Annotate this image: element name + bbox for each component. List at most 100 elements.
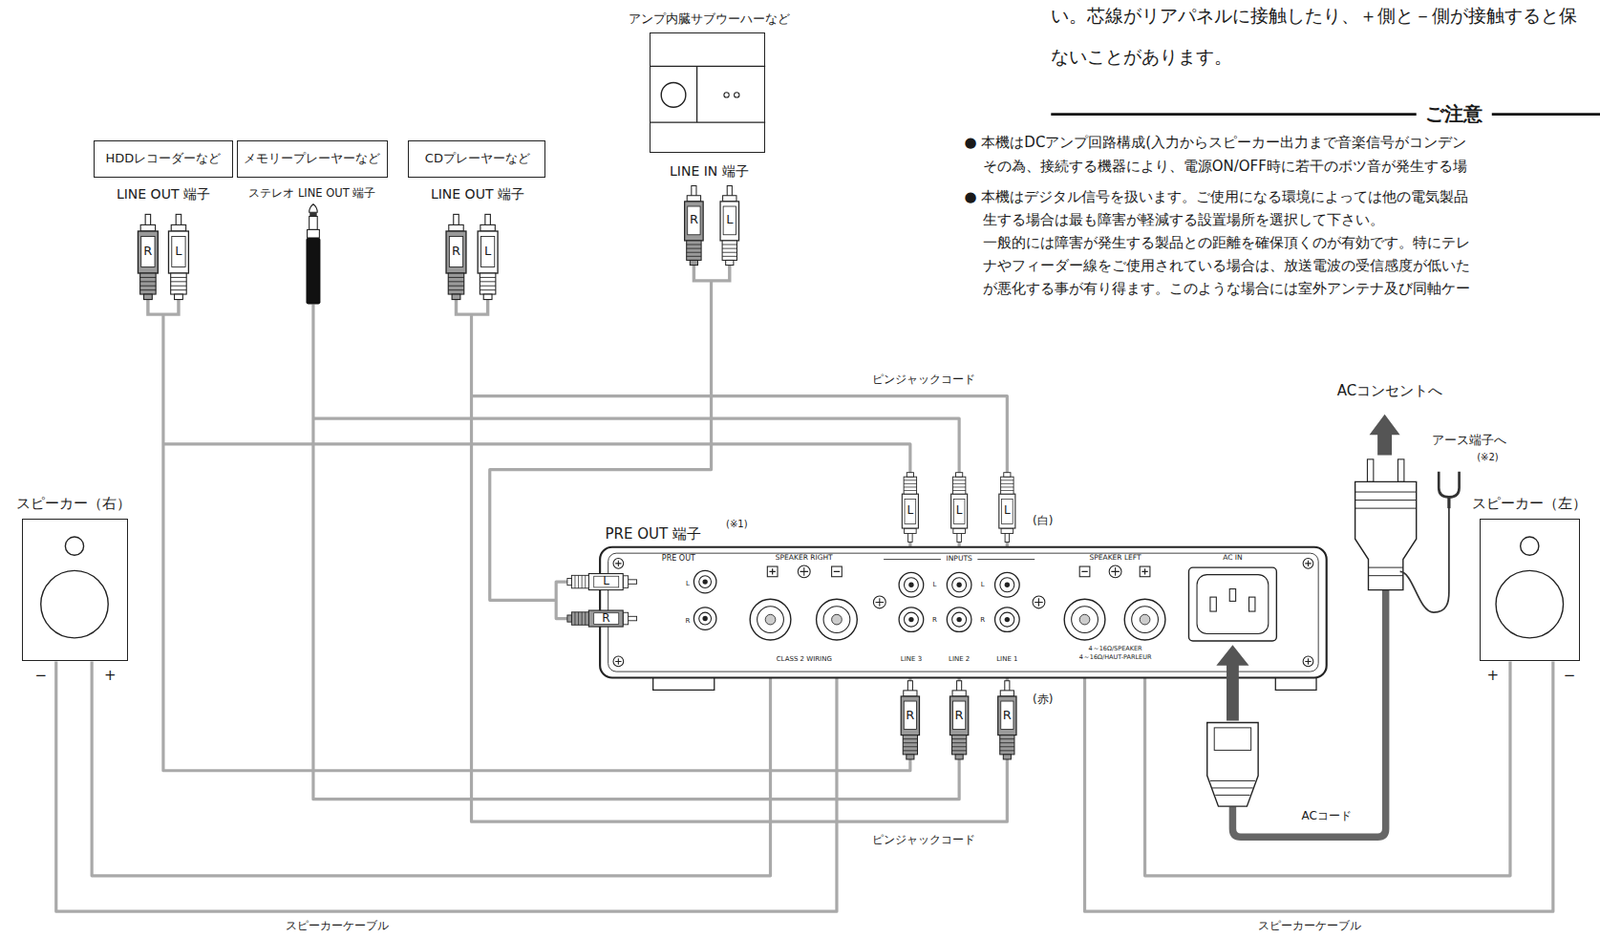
panel-text: CLASS 2 WIRING	[776, 655, 832, 663]
plug-letter: L	[907, 504, 915, 518]
ac-cord	[1207, 414, 1460, 837]
note-text: ナやフィーダー線をご使用されている場合は、放送電波の受信感度が低いた	[982, 257, 1471, 275]
subwoofer-face	[649, 65, 766, 123]
rca-jack	[898, 607, 924, 633]
device-box: メモリープレーヤーなどステレオ LINE OUT 端子	[236, 138, 390, 304]
panel-text: LINE 1	[996, 655, 1018, 663]
rca-jack	[693, 570, 1020, 632]
cable-label: ピンジャックコード	[872, 833, 976, 848]
amp-rear-panel	[599, 547, 1327, 679]
note-text: ● 本機はDCアンプ回路構成(入力からスピーカー出力まで音楽信号がコンデン	[963, 134, 1467, 151]
amp-rear-panel	[653, 678, 1317, 691]
ac-cord	[1366, 459, 1373, 483]
ac-cord	[1369, 414, 1401, 456]
rca-jack	[908, 582, 914, 588]
speaker-terminal	[757, 606, 785, 634]
rca-jack	[898, 572, 924, 598]
rca-jack	[702, 616, 707, 621]
speaker-terminal	[816, 598, 858, 640]
plug-bracket	[148, 265, 730, 315]
ac-inlet	[1229, 589, 1236, 602]
notice-rule	[1050, 113, 1600, 115]
speaker-terminal	[1079, 614, 1090, 625]
ac-cord	[1355, 491, 1417, 576]
ac-cord	[1207, 723, 1259, 808]
polarity-sign: −	[34, 667, 47, 684]
panel-text: L	[933, 580, 938, 589]
phone-plug	[309, 216, 319, 231]
box-frame	[236, 140, 388, 177]
node-title: HDDレコーダーなど	[106, 151, 222, 167]
cable-label: スピーカーケーブル	[1258, 919, 1362, 934]
rca-jack	[1004, 582, 1010, 588]
phone-plug	[309, 212, 317, 216]
speaker-box: スピーカー（左）	[1469, 494, 1594, 662]
amplifier-panel: PRE OUTLRSPEAKER RIGHTINPUTSLLRRLINE 3LI…	[599, 547, 1327, 679]
rca-jack	[946, 572, 972, 598]
note-text: が悪化する事が有り得ます。このような場合には室外アンテナ及び同軸ケー	[982, 280, 1471, 298]
phone-plug	[309, 204, 319, 214]
rca-jack	[956, 582, 961, 588]
subwoofer-box: アンプ内臓サブウーハーなどLINE IN 端子	[617, 8, 801, 281]
rca-jack	[1000, 577, 1015, 593]
rca-jack	[693, 607, 717, 631]
rca-jack	[952, 577, 967, 593]
polarity-sign: +	[1487, 667, 1500, 684]
plug-letter: R	[143, 244, 152, 259]
node-title: CDプレーヤーなど	[425, 151, 531, 167]
panel-text: PRE OUT	[661, 554, 696, 563]
plug-bracket	[148, 265, 730, 315]
panel-text: AC IN	[1222, 554, 1242, 563]
panel-text: SPEAKER LEFT	[1089, 554, 1142, 563]
box-frame	[1479, 518, 1580, 662]
device-box: HDDレコーダーなどLINE OUT 端子	[89, 138, 237, 315]
node-title: アンプ内臓サブウーハーなど	[628, 12, 790, 27]
panel-text: LINE 2	[948, 655, 970, 663]
rca-jack	[903, 612, 918, 627]
rca-jack	[908, 617, 914, 622]
box-frame	[407, 140, 546, 177]
phone-plug	[305, 204, 320, 305]
notice-heading: ご注意	[1425, 103, 1483, 126]
inserted-plugs	[951, 472, 968, 543]
speaker-box: スピーカー（右）	[8, 494, 142, 662]
rca-jack	[903, 577, 918, 593]
ac-inlet	[1249, 597, 1256, 612]
ac-inlet	[1188, 567, 1277, 641]
plug-letter: L	[725, 213, 733, 228]
cable-label: スピーカーケーブル	[285, 919, 389, 934]
plug-letter: R	[955, 708, 964, 724]
box-frame	[649, 32, 766, 153]
amp-rear-panel	[608, 553, 1319, 672]
rca-jack	[995, 572, 1021, 598]
ac-cord	[1232, 590, 1386, 838]
plug-letter: L	[174, 244, 182, 259]
speaker-terminal	[1139, 614, 1151, 625]
box-frame	[21, 518, 128, 662]
inserted-plugs	[567, 472, 1017, 760]
speaker-terminal	[1071, 606, 1099, 634]
plug-letter: R	[601, 612, 610, 626]
device-plugs	[446, 213, 467, 299]
cable-line	[163, 314, 911, 771]
cable-label: ACコード	[1301, 810, 1352, 824]
speaker-drivers	[1495, 570, 1564, 639]
ac-cord	[1355, 481, 1417, 590]
rca-jack	[1004, 617, 1010, 622]
device-plugs	[137, 213, 158, 299]
panel-text: L	[981, 580, 985, 589]
screw	[615, 560, 1312, 665]
device-plugs	[477, 213, 498, 299]
speaker-terminal	[1064, 598, 1106, 640]
speaker-terminal	[832, 614, 843, 625]
phone-plug	[307, 229, 320, 238]
terminal-label: ステレオ LINE OUT 端子	[248, 187, 376, 200]
subwoofer-face	[649, 65, 766, 123]
speaker-terminal	[749, 598, 1166, 640]
ac-inlet	[1196, 575, 1269, 635]
panel-text: L	[685, 579, 690, 588]
